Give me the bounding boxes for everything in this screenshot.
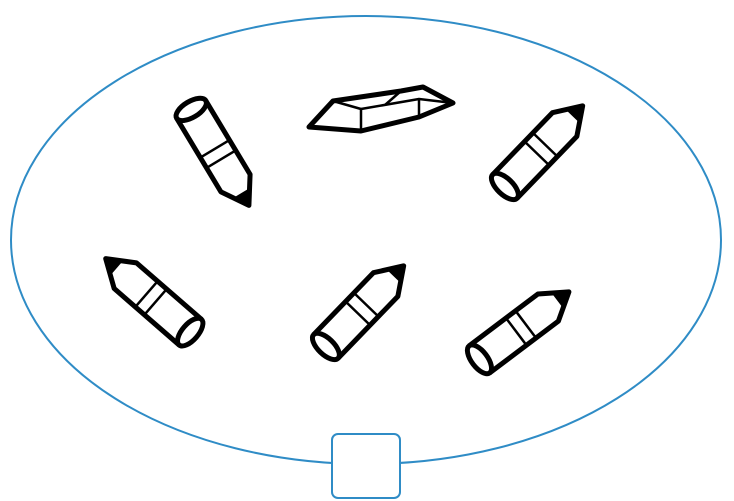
crayon-icon: [487, 94, 595, 204]
eraser-icon: [309, 87, 453, 131]
crayon-icon: [173, 94, 264, 214]
crayon-icon: [308, 254, 416, 364]
crayon-icon: [463, 278, 579, 377]
set-outline: [11, 16, 721, 464]
crayon-icon: [95, 246, 208, 350]
answer-box[interactable]: [331, 433, 401, 499]
